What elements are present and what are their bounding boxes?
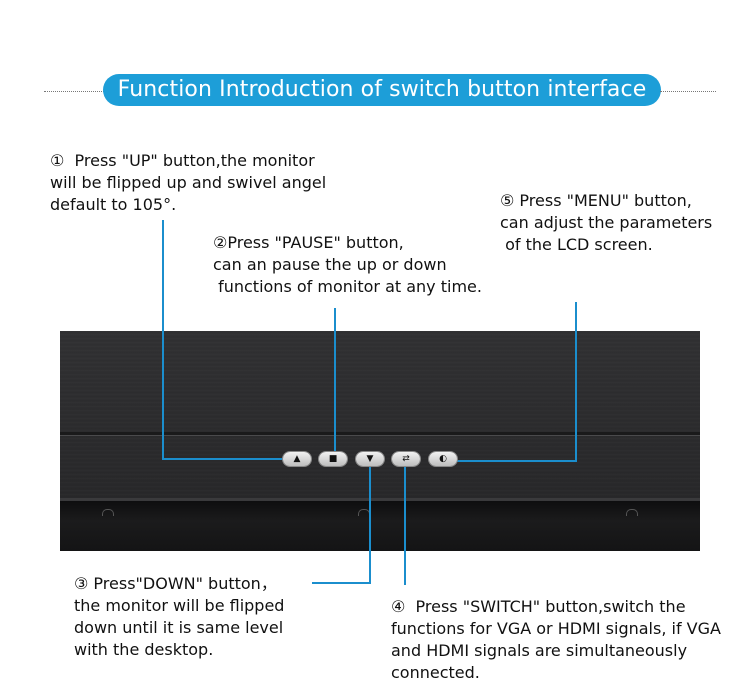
menu-icon: ◐ <box>439 454 447 464</box>
leader-line-menu <box>455 460 576 462</box>
up-arrow-icon: ▲ <box>293 454 301 464</box>
note-pause: ②Press "PAUSE" button, can an pause the … <box>213 233 482 296</box>
panel-seam-lower <box>60 498 700 501</box>
pause-icon: ■ <box>328 454 338 464</box>
leader-line-down <box>312 582 371 584</box>
title-banner: Function Introduction of switch button i… <box>0 72 750 108</box>
leader-line-switch <box>404 466 406 585</box>
leader-line-up <box>162 458 285 460</box>
leader-line-pause <box>334 308 336 454</box>
menu-button[interactable]: ◐ <box>429 452 457 466</box>
divider-left <box>44 91 106 92</box>
panel-lower-edge <box>60 501 700 551</box>
leader-line-down <box>369 466 371 584</box>
leader-line-menu <box>575 302 577 462</box>
monitor-base-panel <box>60 331 700 551</box>
screw-icon <box>102 509 114 516</box>
page-title: Function Introduction of switch button i… <box>103 74 661 106</box>
switch-icon: ⇄ <box>402 454 410 464</box>
up-button[interactable]: ▲ <box>283 452 311 466</box>
note-up: ① Press "UP" button,the monitor will be … <box>50 151 327 214</box>
note-menu: ⑤ Press "MENU" button, can adjust the pa… <box>500 191 713 254</box>
note-down: ③ Press"DOWN" button， the monitor will b… <box>74 574 285 659</box>
down-button[interactable]: ▼ <box>356 452 384 466</box>
switch-button[interactable]: ⇄ <box>392 452 420 466</box>
screw-icon <box>626 509 638 516</box>
down-arrow-icon: ▼ <box>366 454 374 464</box>
leader-line-up <box>162 220 164 460</box>
panel-seam <box>60 432 700 436</box>
note-switch: ④ Press "SWITCH" button,switch the funct… <box>391 597 721 682</box>
divider-right <box>660 91 716 92</box>
pause-button[interactable]: ■ <box>319 452 347 466</box>
